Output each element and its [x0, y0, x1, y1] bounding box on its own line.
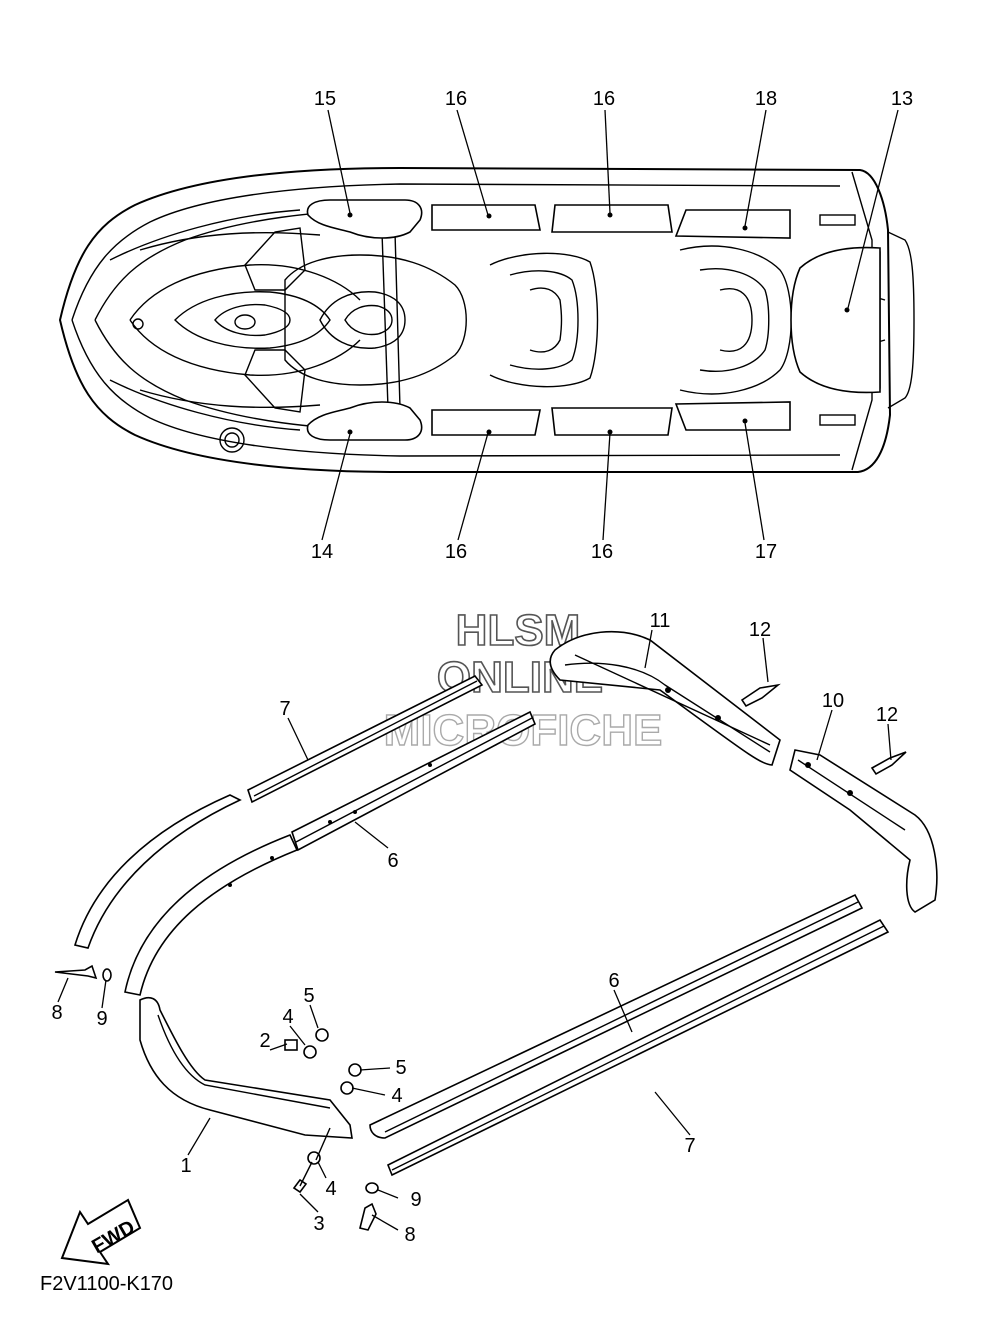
callout-12: 12: [749, 619, 771, 641]
fwd-arrow-icon: FWD: [60, 1198, 142, 1266]
callout-14: 14: [311, 541, 333, 563]
mat-16-c: [431, 409, 541, 436]
callout-8: 8: [404, 1224, 415, 1246]
rail-7-upper-left: [73, 794, 242, 949]
mat-15: [306, 199, 423, 239]
callout-9: 9: [96, 1008, 107, 1030]
callout-18: 18: [755, 88, 777, 110]
mat-16-a: [431, 204, 541, 231]
callout-7: 7: [684, 1135, 695, 1157]
callout-16: 16: [593, 88, 615, 110]
callout-10: 10: [822, 690, 844, 712]
callout-8: 8: [51, 1002, 62, 1024]
bolt-2: [284, 1039, 298, 1051]
callout-5: 5: [303, 985, 314, 1007]
rail-6-upper-left: [124, 833, 299, 996]
callout-16: 16: [445, 541, 467, 563]
stern-bumper-11: [549, 630, 781, 766]
callout-5: 5: [395, 1057, 406, 1079]
callout-9: 9: [410, 1189, 421, 1211]
mat-16-b: [551, 204, 673, 233]
callout-4: 4: [391, 1085, 402, 1107]
fwd-label: FWD: [88, 1216, 138, 1258]
callout-4: 4: [325, 1178, 336, 1200]
callout-16: 16: [591, 541, 613, 563]
callout-16: 16: [445, 88, 467, 110]
callout-4: 4: [282, 1006, 293, 1028]
mat-18: [674, 209, 791, 239]
rivet-8-left: [54, 964, 98, 980]
bow-bumper-1: [139, 996, 353, 1139]
mat-16-d: [551, 407, 673, 436]
diagram-code: F2V1100-K170: [40, 1273, 173, 1295]
mat-13: [790, 246, 881, 394]
callout-11: 11: [650, 610, 671, 632]
callout-2: 2: [259, 1030, 270, 1052]
rivet-8-lower: [359, 1202, 377, 1231]
watermark-line3: MICROFICHE: [384, 706, 663, 755]
hull-top-view: [58, 166, 915, 473]
washer-4-c: [307, 1151, 321, 1165]
rail-6-lower: [369, 893, 864, 1139]
callout-7: 7: [279, 698, 290, 720]
rivet-12-b: [870, 751, 907, 776]
callout-6: 6: [387, 850, 398, 872]
washer-4-b: [340, 1081, 354, 1095]
exploded-parts: [54, 630, 938, 1231]
nut-5-b: [348, 1063, 362, 1077]
callout-12: 12: [876, 704, 898, 726]
callout-13: 13: [891, 88, 913, 110]
callout-17: 17: [755, 541, 777, 563]
mat-14: [306, 401, 423, 441]
callout-6: 6: [608, 970, 619, 992]
watermark-line1: HLSM: [456, 606, 581, 655]
top-leaders: [321, 109, 899, 541]
rivet-12-a: [740, 683, 781, 708]
callout-3: 3: [313, 1213, 324, 1235]
callout-1: 1: [180, 1155, 191, 1177]
callout-15: 15: [314, 88, 336, 110]
bottom-leaders: [57, 629, 892, 1231]
nut-5-a: [315, 1028, 329, 1042]
stern-bumper-10: [789, 749, 938, 913]
mat-17: [674, 401, 791, 431]
washer-4-a: [303, 1045, 317, 1059]
